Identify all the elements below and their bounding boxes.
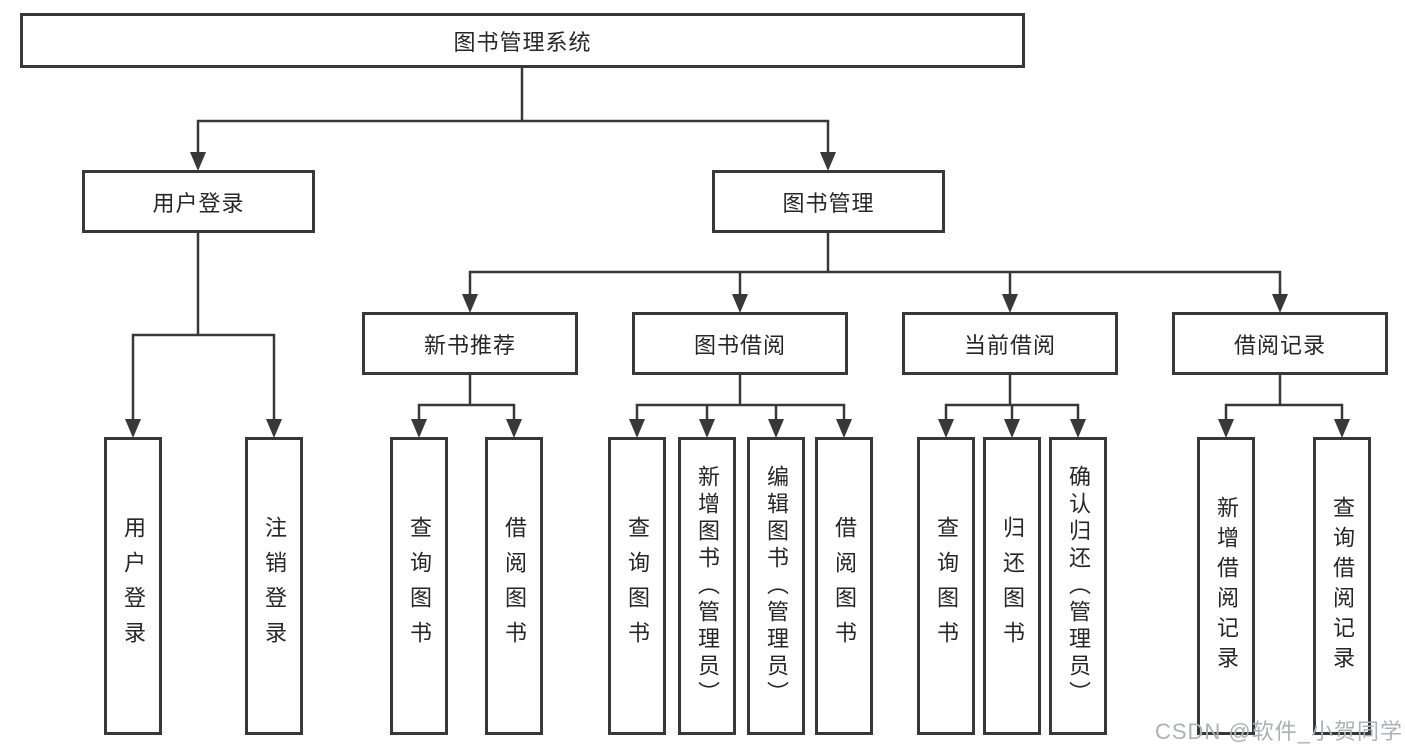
- leaf-bb-borrow-books: 借阅图书: [815, 437, 873, 735]
- node-root-library-system: 图书管理系统: [20, 13, 1025, 68]
- leaf-bb-query-books: 查询图书: [608, 437, 666, 735]
- leaf-cb-query-books-label: 查询图书: [934, 516, 959, 656]
- node-borrow-records: 借阅记录: [1172, 312, 1388, 375]
- leaf-user-login-label: 用户登录: [121, 516, 146, 656]
- leaf-logout-label: 注销登录: [262, 516, 287, 656]
- leaf-bb-edit-books-admin-label: 编辑图书（管理员）: [764, 464, 789, 708]
- leaf-bb-add-books-admin-label: 新增图书（管理员）: [695, 464, 720, 708]
- node-book-management: 图书管理: [712, 170, 945, 233]
- connector-bookmgmt-to-level3: [462, 233, 1288, 313]
- csdn-watermark: CSDN @软件_小贺同学: [1154, 719, 1403, 744]
- node-current-borrow: 当前借阅: [902, 312, 1118, 375]
- leaf-logout: 注销登录: [245, 437, 303, 735]
- leaf-cb-query-books: 查询图书: [917, 437, 975, 735]
- connector-userlogin-to-leaves: [125, 233, 282, 438]
- connector-root-to-level2: [190, 68, 836, 171]
- node-user-login: 用户登录: [82, 170, 315, 233]
- leaf-br-add-record-label: 新增借阅记录: [1214, 496, 1239, 676]
- connector-borrowrecords-to-leaves: [1218, 375, 1350, 438]
- leaf-bb-edit-books-admin: 编辑图书（管理员）: [747, 437, 805, 735]
- leaf-cb-confirm-return-admin: 确认归还（管理员）: [1049, 437, 1107, 735]
- leaf-br-query-record-label: 查询借阅记录: [1330, 496, 1355, 676]
- leaf-br-query-record: 查询借阅记录: [1313, 437, 1371, 735]
- leaf-bb-borrow-books-label: 借阅图书: [832, 516, 857, 656]
- leaf-rec-borrow-books-label: 借阅图书: [502, 516, 527, 656]
- leaf-cb-return-books: 归还图书: [983, 437, 1041, 735]
- leaf-bb-query-books-label: 查询图书: [625, 516, 650, 656]
- leaf-cb-return-books-label: 归还图书: [1000, 516, 1025, 656]
- node-new-book-recommend: 新书推荐: [362, 312, 578, 375]
- connector-currentborrow-to-leaves: [938, 375, 1086, 438]
- node-book-borrow: 图书借阅: [632, 312, 848, 375]
- leaf-user-login: 用户登录: [104, 437, 162, 735]
- leaf-rec-query-books-label: 查询图书: [407, 516, 432, 656]
- connector-newbookrec-to-leaves: [411, 375, 522, 438]
- connector-bookborrow-to-leaves: [629, 375, 852, 438]
- leaf-rec-query-books: 查询图书: [390, 437, 448, 735]
- leaf-br-add-record: 新增借阅记录: [1197, 437, 1255, 735]
- leaf-rec-borrow-books: 借阅图书: [485, 437, 543, 735]
- leaf-bb-add-books-admin: 新增图书（管理员）: [678, 437, 736, 735]
- leaf-cb-confirm-return-admin-label: 确认归还（管理员）: [1066, 464, 1091, 708]
